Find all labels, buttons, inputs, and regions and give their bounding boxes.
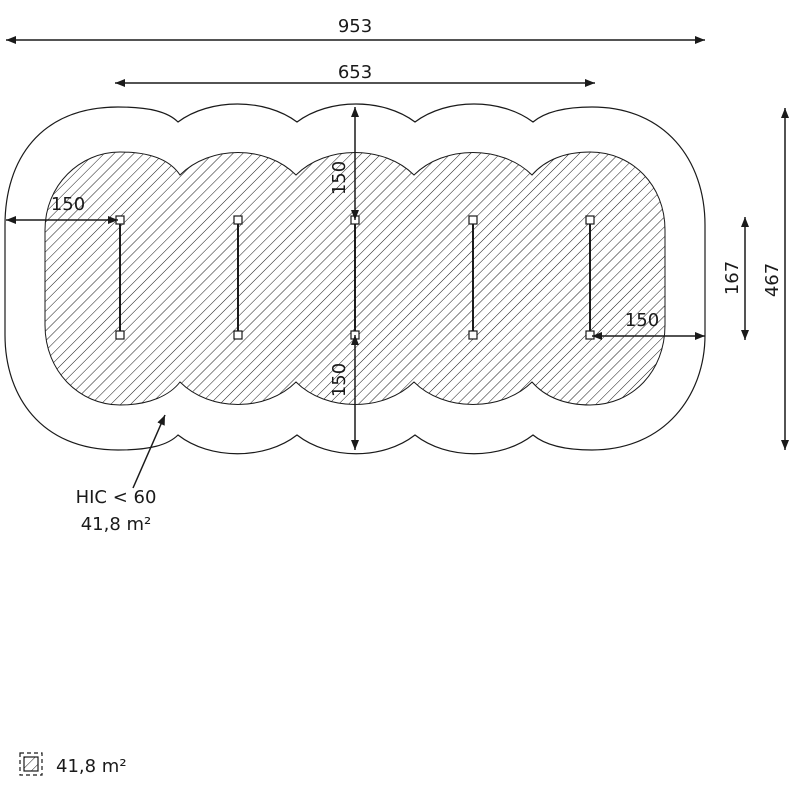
dim-total-width: 953 bbox=[6, 16, 705, 44]
hatched-area-icon bbox=[19, 752, 43, 776]
dim-left-clearance-label: 150 bbox=[51, 194, 85, 215]
post-2 bbox=[233, 215, 243, 340]
legend: 41,8 m² bbox=[19, 752, 127, 777]
dim-left-clearance: 150 bbox=[6, 194, 118, 224]
dim-top-clearance-label: 150 bbox=[329, 161, 350, 195]
dim-bottom-clearance: 150 bbox=[329, 335, 359, 450]
area-label: 41,8 m² bbox=[81, 514, 152, 535]
dim-right-clearance-label: 150 bbox=[625, 310, 659, 331]
hic-label: HIC < 60 bbox=[76, 487, 157, 508]
post-4 bbox=[468, 215, 478, 340]
dim-bottom-clearance-label: 150 bbox=[329, 363, 350, 397]
dim-right-clearance: 150 bbox=[592, 310, 705, 340]
dim-inner-depth: 167 bbox=[722, 217, 749, 340]
dim-total-depth-label: 467 bbox=[762, 263, 783, 297]
equipment-posts bbox=[115, 215, 595, 340]
dim-inner-width: 653 bbox=[115, 62, 595, 87]
dim-top-clearance: 150 bbox=[329, 107, 359, 220]
dim-inner-width-label: 653 bbox=[338, 62, 372, 83]
safety-zone-leader bbox=[132, 414, 166, 489]
post-1 bbox=[115, 215, 125, 340]
dim-total-width-label: 953 bbox=[338, 16, 372, 37]
legend-area-label: 41,8 m² bbox=[56, 756, 127, 777]
dim-total-depth: 467 bbox=[762, 108, 789, 450]
dim-inner-depth-label: 167 bbox=[722, 261, 743, 295]
